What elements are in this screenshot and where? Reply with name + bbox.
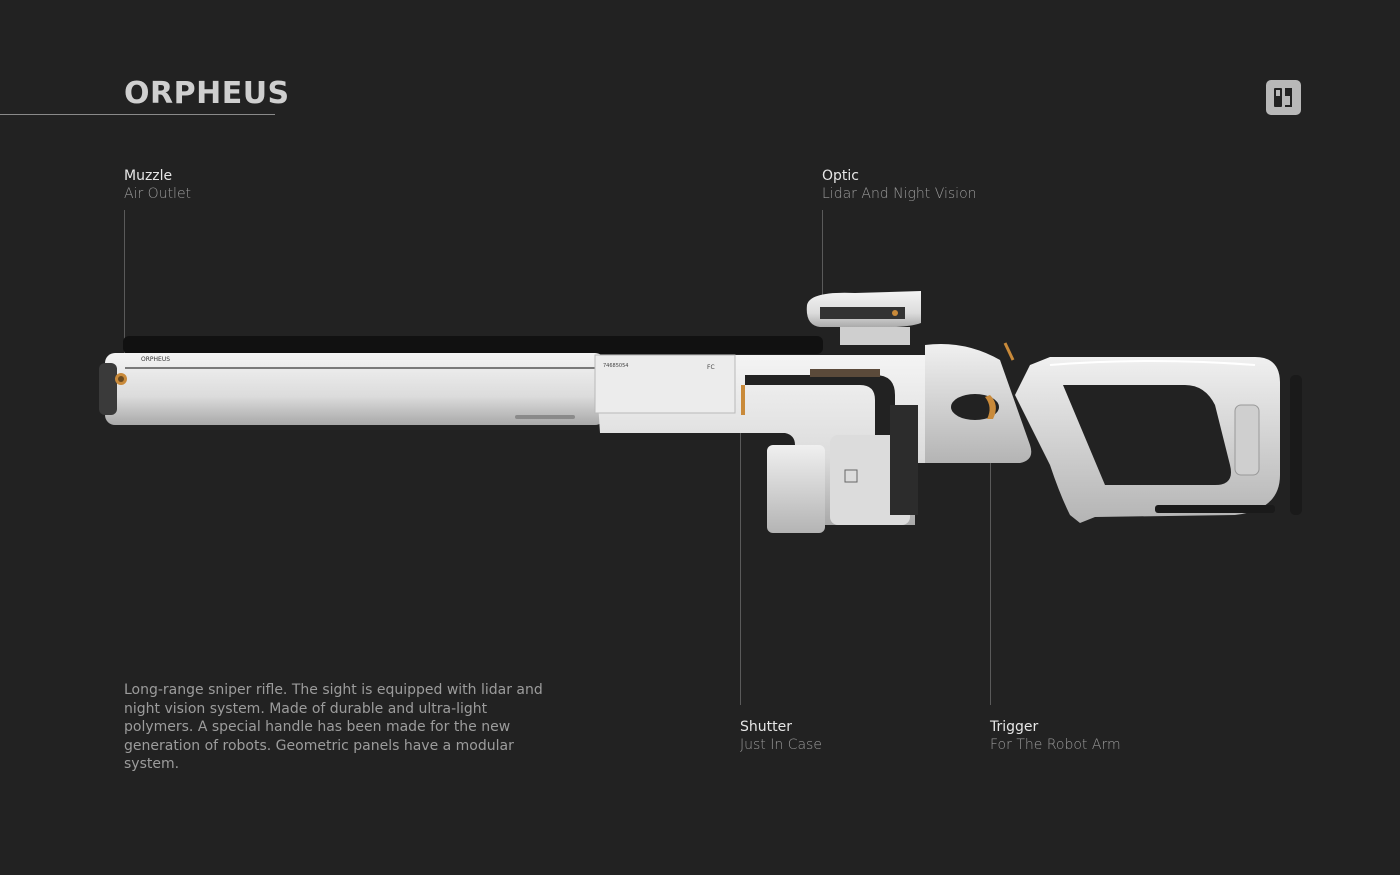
callout-shutter: Shutter Just In Case xyxy=(740,718,822,754)
callout-trigger-name: Trigger xyxy=(990,719,1039,735)
callout-optic: Optic Lidar And Night Vision xyxy=(822,167,977,203)
trigger-assembly xyxy=(925,342,1032,463)
grip-block xyxy=(767,435,910,533)
trigger xyxy=(985,395,996,419)
rifle-illustration: ORPHEUS 74685054 FC xyxy=(99,291,1302,533)
callout-optic-desc: Lidar And Night Vision xyxy=(822,186,977,202)
leader-line-shutter xyxy=(740,420,741,705)
rifle-fc-mark: FC xyxy=(707,364,715,371)
leader-line-optic xyxy=(822,210,823,300)
internals xyxy=(890,405,918,515)
barrel xyxy=(105,353,605,425)
callout-muzzle: Muzzle Air Outlet xyxy=(124,167,191,203)
callout-shutter-desc: Just In Case xyxy=(740,737,822,753)
callout-muzzle-desc: Air Outlet xyxy=(124,186,192,202)
product-description: Long-range sniper rifle. The sight is eq… xyxy=(124,682,543,772)
studio-logo-icon xyxy=(1266,80,1301,115)
title-underline xyxy=(0,114,275,115)
leader-line-trigger xyxy=(990,420,991,705)
muzzle xyxy=(99,363,127,415)
callout-shutter-name: Shutter xyxy=(740,719,792,735)
rifle-brand-mark: ORPHEUS xyxy=(141,356,170,363)
leader-line-muzzle xyxy=(124,210,125,358)
page-title: ORPHEUS xyxy=(124,76,290,111)
callout-muzzle-name: Muzzle xyxy=(124,168,173,184)
callout-optic-name: Optic xyxy=(822,168,859,184)
shutter-lever xyxy=(741,385,745,415)
callout-trigger-desc: For The Robot Arm xyxy=(990,737,1121,753)
rifle-serial: 74685054 xyxy=(603,363,628,369)
top-rail xyxy=(123,336,823,354)
stock xyxy=(1015,357,1302,523)
callout-trigger: Trigger For The Robot Arm xyxy=(990,718,1121,754)
optic xyxy=(806,291,921,345)
